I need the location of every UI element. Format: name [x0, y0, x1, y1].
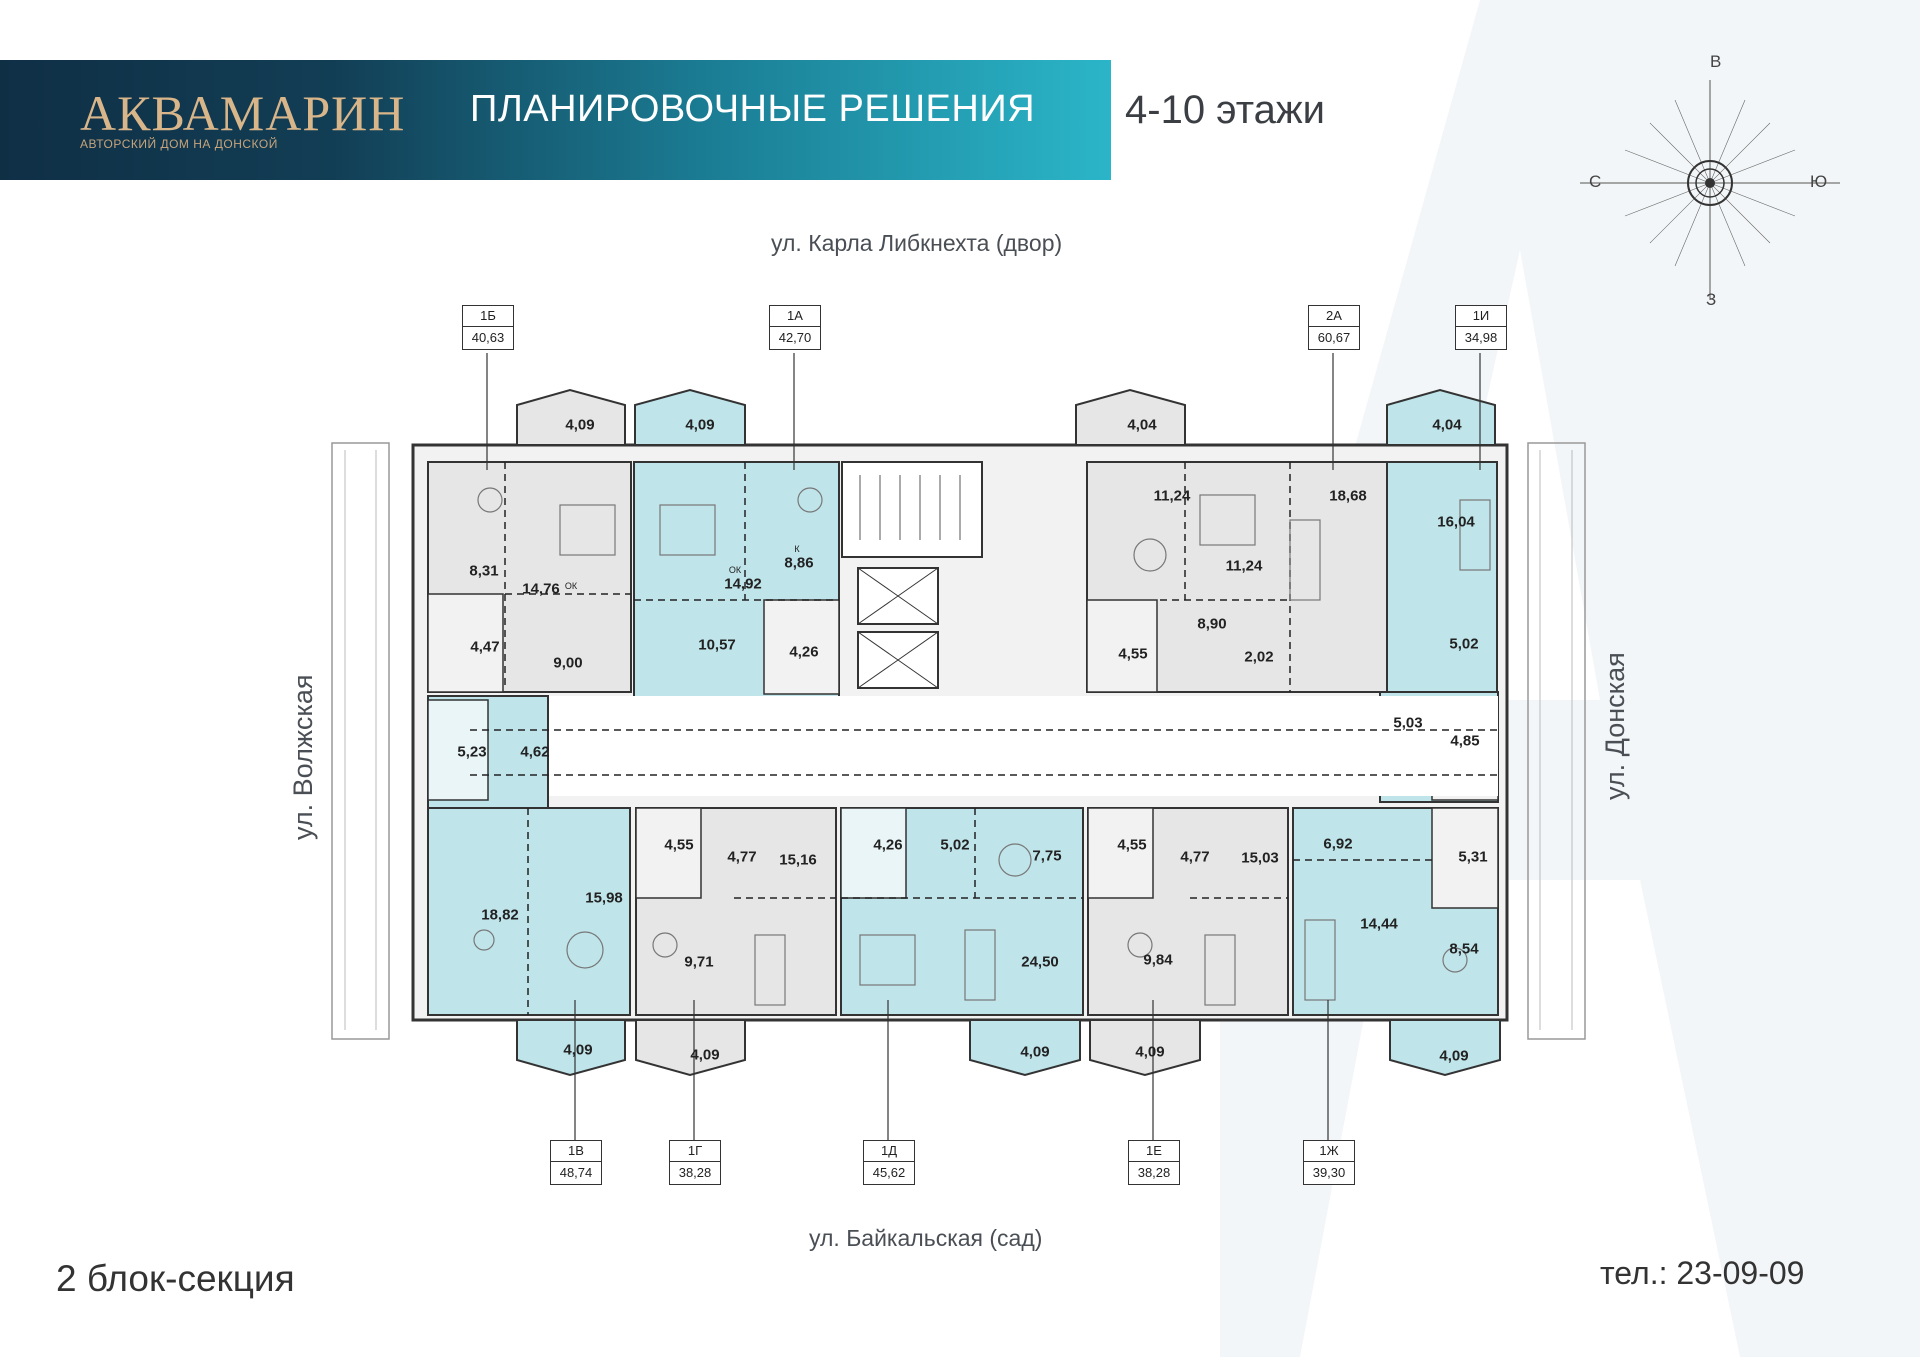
- balcony-bottom-3: [969, 1019, 1081, 1077]
- room-area: 16,04: [1437, 513, 1475, 531]
- neighbor-building-right: [1527, 442, 1586, 1040]
- banner-title: ПЛАНИРОВОЧНЫЕ РЕШЕНИЯ: [470, 88, 1036, 130]
- room-area: 8,54: [1449, 940, 1479, 958]
- room-area: 4,85: [1450, 732, 1480, 750]
- floors-label: 4-10 этажи: [1125, 88, 1325, 132]
- room-area: 10,57: [698, 636, 736, 654]
- room-area: 5,31: [1458, 848, 1488, 866]
- balcony-area: 4,04: [1127, 416, 1157, 434]
- brand-subtitle: АВТОРСКИЙ ДОМ НА ДОНСКОЙ: [80, 137, 278, 151]
- room-area: 8,90: [1197, 615, 1227, 633]
- compass-rose-icon: [1580, 80, 1840, 300]
- room-area: 14,76: [522, 580, 560, 598]
- balcony-top-2: [634, 388, 746, 446]
- balcony-area: 4,09: [690, 1046, 720, 1064]
- street-bottom: ул. Байкальская (сад): [809, 1225, 1043, 1251]
- room-area: 4,55: [664, 836, 694, 854]
- room-area: 2,02: [1244, 648, 1274, 666]
- balcony-bottom-5: [1389, 1019, 1501, 1077]
- compass-north-label: В: [1710, 52, 1722, 71]
- apt-1e-rooms: [1087, 807, 1289, 1016]
- balcony-top-4: [1386, 388, 1496, 446]
- stairwell: [841, 461, 983, 558]
- balcony-bottom-1: [516, 1019, 626, 1077]
- apt-1i-rooms: [1386, 461, 1498, 693]
- room-area: 15,03: [1241, 849, 1279, 867]
- phone-label: тел.: 23-09-09: [1600, 1255, 1805, 1291]
- room-area: 4,26: [873, 836, 903, 854]
- street-top: ул. Карла Либкнехта (двор): [771, 230, 1063, 256]
- ok-mark: ОК: [728, 565, 742, 575]
- balcony-area: 4,09: [1020, 1043, 1050, 1061]
- balcony-top-1: [516, 388, 626, 446]
- room-area: 9,00: [553, 654, 583, 672]
- neighbor-building-left: [331, 442, 390, 1040]
- kitchen-mark: К: [794, 544, 800, 554]
- room-area: 4,55: [1117, 836, 1147, 854]
- room-area: 14,44: [1360, 915, 1398, 933]
- ok-mark: ОК: [564, 581, 578, 591]
- balcony-area: 4,09: [563, 1041, 593, 1059]
- room-area: 4,47: [470, 638, 500, 656]
- room-area: 11,24: [1225, 557, 1263, 575]
- balcony-area: 4,04: [1432, 416, 1462, 434]
- room-area: 4,26: [789, 643, 819, 661]
- room-area: 4,62: [520, 743, 550, 761]
- room-area: 11,24: [1153, 487, 1191, 505]
- room-area: 5,03: [1393, 714, 1423, 732]
- corridor: [428, 696, 1498, 796]
- balcony-bottom-4: [1089, 1019, 1201, 1077]
- compass-west-label: С: [1589, 172, 1602, 191]
- room-area: 8,31: [469, 562, 499, 580]
- room-area: 14,92: [724, 575, 762, 593]
- room-area: 18,68: [1329, 487, 1367, 505]
- room-area: 5,02: [1449, 635, 1479, 653]
- header-banner: [0, 60, 1111, 180]
- balcony-area: 4,09: [565, 416, 595, 434]
- balcony-bottom-2: [635, 1019, 746, 1077]
- apt-1v-rooms: [427, 807, 631, 1016]
- room-area: 9,84: [1143, 951, 1173, 969]
- room-area: 9,71: [684, 953, 714, 971]
- room-area: 6,92: [1323, 835, 1353, 853]
- balcony-area: 4,09: [685, 416, 715, 434]
- compass-east-label: Ю: [1810, 172, 1828, 191]
- balcony-area: 4,09: [1439, 1047, 1469, 1065]
- room-area: 4,77: [1180, 848, 1210, 866]
- room-area: 5,23: [457, 743, 487, 761]
- room-area: 15,16: [779, 851, 817, 869]
- room-area: 15,98: [585, 889, 623, 907]
- room-area: 4,55: [1118, 645, 1148, 663]
- compass-south-label: З: [1706, 290, 1717, 309]
- brand-logo: АКВАМАРИН: [80, 85, 406, 141]
- room-area: 4,77: [727, 848, 757, 866]
- section-label: 2 блок-секция: [56, 1258, 295, 1299]
- room-area: 8,86: [784, 554, 814, 572]
- balcony-area: 4,09: [1135, 1043, 1165, 1061]
- room-area: 7,75: [1032, 847, 1062, 865]
- balcony-top-3: [1075, 388, 1186, 446]
- room-area: 5,02: [940, 836, 970, 854]
- room-area: 24,50: [1021, 953, 1059, 971]
- room-area: 18,82: [481, 906, 519, 924]
